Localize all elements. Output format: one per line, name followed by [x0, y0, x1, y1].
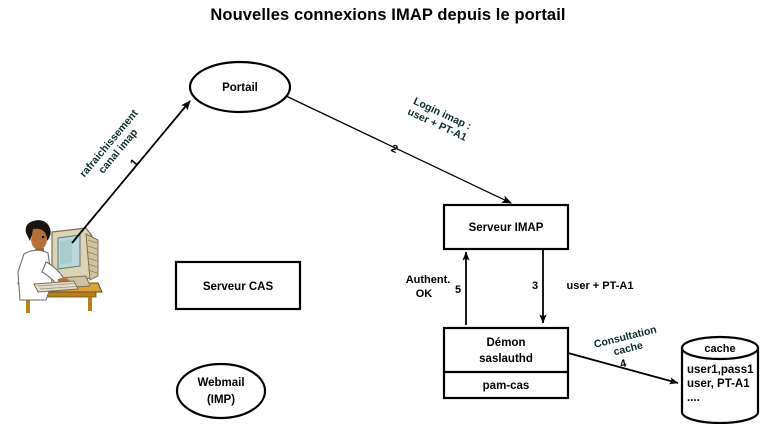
demon-sub-label-pam-cas: pam-cas	[483, 380, 530, 392]
serveur-cas-box[interactable]	[174, 260, 302, 311]
edge-4-arrow	[567, 352, 679, 385]
node-serveur-imap[interactable]: Serveur IMAP	[442, 203, 570, 251]
edge-5-authent-ok: 5 Authent. OK	[406, 251, 470, 325]
demon-box[interactable]	[442, 326, 570, 400]
cache-label: cache	[704, 343, 735, 355]
cache-cylinder-body[interactable]	[680, 346, 760, 424]
edge-5-label-line2: OK	[416, 288, 433, 300]
cache-entry-line-2: user, PT-A1	[687, 378, 750, 390]
demon-label-line2: saslauthd	[479, 353, 533, 365]
cache-entry-line-3: ....	[687, 392, 700, 404]
portail-label: Portail	[222, 82, 258, 94]
cache-entry-line-1: user1,pass1	[687, 364, 754, 376]
node-cache-cylinder[interactable]: cache user1,pass1 user, PT-A1 ....	[680, 335, 760, 424]
demon-label-line1: Démon	[487, 337, 526, 349]
edge-4-consultation-cache: Consultation cache 4	[567, 324, 679, 385]
edge-3-step-number: 3	[532, 280, 538, 292]
edge-1-refresh-channel: rafraichissement canal imap 1	[71, 100, 191, 244]
edge-1-step-number: 1	[128, 157, 141, 169]
portail-ellipse[interactable]	[188, 60, 292, 114]
edge-3-user-pt-a1: 3 user + PT-A1	[532, 249, 634, 324]
node-demon-saslauthd[interactable]: Démon saslauthd pam-cas	[442, 326, 570, 400]
edge-2-arrow	[285, 95, 512, 204]
edge-2-step-number: 2	[389, 143, 400, 156]
page-title: Nouvelles connexions IMAP depuis le port…	[210, 6, 565, 24]
cache-cylinder-top[interactable]	[680, 335, 760, 361]
node-serveur-cas[interactable]: Serveur CAS	[174, 260, 302, 311]
workstation-clipart	[17, 220, 103, 313]
edge-3-label: user + PT-A1	[567, 280, 634, 292]
node-portail[interactable]: Portail	[188, 60, 292, 114]
edge-5-step-number: 5	[455, 284, 461, 296]
webmail-label-line2: (IMP)	[207, 394, 235, 406]
edge-2-login-imap: Login imap : user + PT-A1 2	[285, 95, 512, 204]
edge-1-arrow	[71, 100, 191, 244]
serveur-imap-label: Serveur IMAP	[469, 222, 544, 234]
edge-5-label-line1: Authent.	[406, 274, 451, 286]
serveur-imap-box[interactable]	[442, 203, 570, 251]
edge-4-step-number: 4	[619, 357, 629, 370]
webmail-label-line1: Webmail	[197, 377, 244, 389]
node-webmail[interactable]: Webmail (IMP)	[175, 362, 267, 420]
webmail-ellipse[interactable]	[175, 362, 267, 420]
serveur-cas-label: Serveur CAS	[203, 281, 274, 293]
